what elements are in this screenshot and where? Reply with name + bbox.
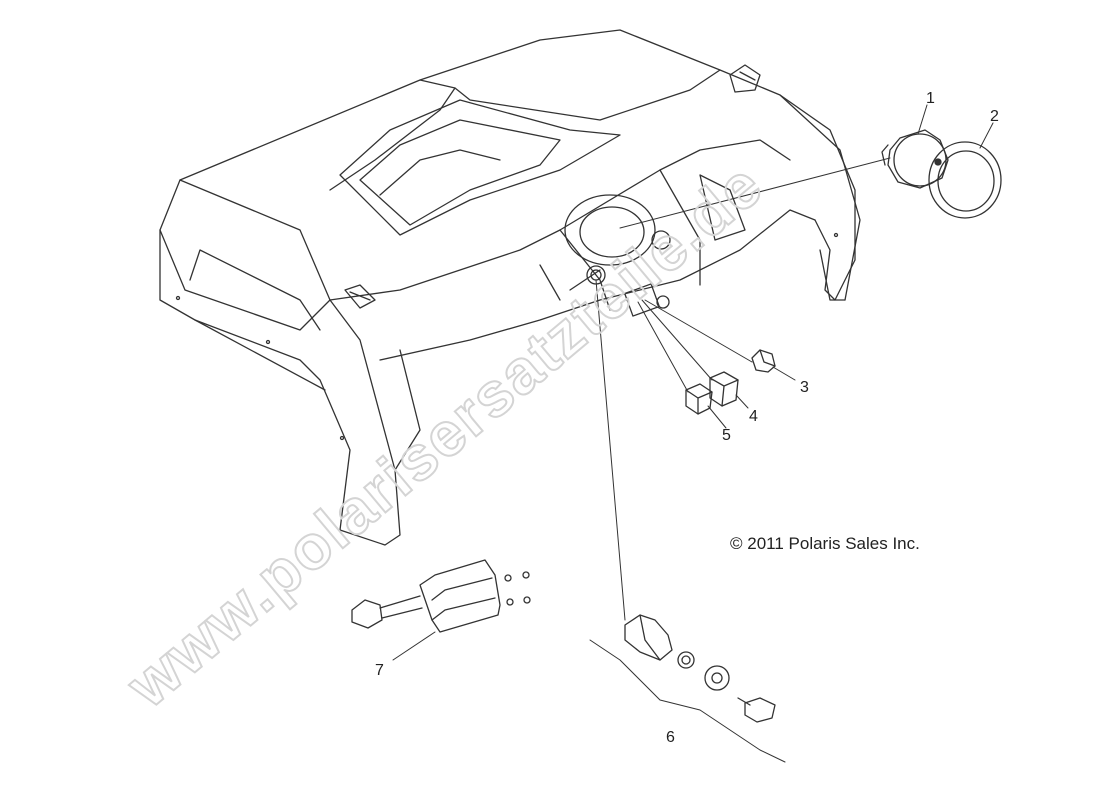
callout-1: 1	[926, 90, 935, 107]
callout-3: 3	[800, 379, 809, 396]
callout-6: 6	[666, 729, 675, 746]
indicator-light	[751, 349, 776, 373]
callout-4: 4	[749, 408, 758, 425]
callout-7: 7	[375, 662, 384, 679]
ignition-switch-kit	[589, 614, 786, 763]
watermark-text: www.polarisersatzteile.de	[114, 150, 776, 721]
speedometer-gauge	[881, 129, 949, 189]
rocker-switch-b	[685, 383, 713, 415]
copyright-notice: © 2011 Polaris Sales Inc.	[730, 534, 920, 553]
dashboard-body	[159, 29, 861, 546]
rocker-switch-a	[709, 371, 739, 407]
callout-2: 2	[990, 108, 999, 125]
turn-signal-switch	[351, 559, 531, 633]
leader-lines	[392, 104, 994, 661]
gauge-bezel-ring	[928, 141, 1002, 219]
callout-5: 5	[722, 427, 731, 444]
